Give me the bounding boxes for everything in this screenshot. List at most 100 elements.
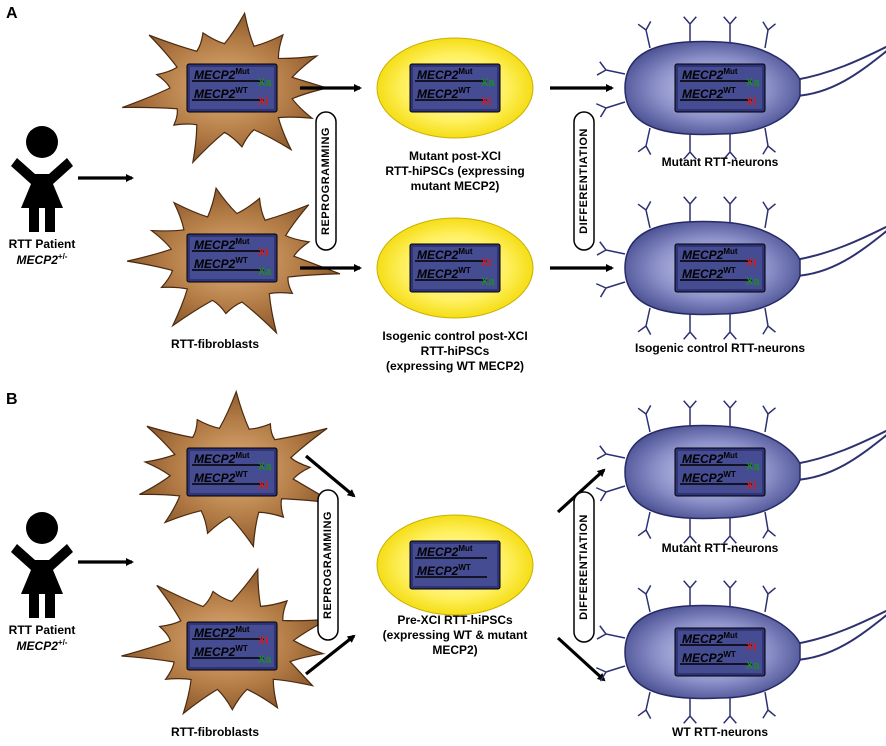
gene-name: MECP2 — [682, 68, 724, 82]
x-state-label: Xi — [258, 96, 268, 108]
x-state-label: Xi — [746, 257, 756, 269]
gene-label: MECP2Mut — [417, 544, 473, 559]
hipsc-caption: MECP2) — [432, 643, 477, 657]
chromosome-box-inner — [190, 237, 274, 279]
axon-edge — [794, 50, 886, 97]
dendrite — [683, 518, 697, 544]
reprogramming-arrow — [304, 454, 356, 498]
dendrite — [723, 196, 737, 222]
x-state-label: Xa — [746, 276, 760, 288]
neuron-caption: Mutant RTT-neurons — [662, 541, 779, 555]
hipsc-caption: (expressing WT MECP2) — [386, 359, 524, 373]
differentiation-arrow — [556, 468, 606, 514]
gene-label: MECP2WT — [194, 470, 248, 485]
gene-label: MECP2WT — [194, 256, 248, 271]
axon-edge — [794, 434, 886, 481]
dendrite — [762, 691, 776, 719]
gene-name: MECP2 — [194, 238, 236, 252]
gene-name: MECP2 — [194, 471, 236, 485]
dendrite — [637, 405, 652, 433]
gene-label: MECP2Mut — [682, 67, 738, 82]
reprogramming-arrow — [305, 634, 356, 676]
reprogramming-label-frame — [317, 489, 339, 641]
differentiation-label: DIFFERENTIATION — [578, 128, 590, 234]
dendrite — [596, 625, 626, 640]
hipsc-caption: RTT-hiPSCs (expressing — [385, 164, 524, 178]
gene-label: MECP2WT — [417, 563, 471, 578]
gene-allele: Mut — [235, 625, 250, 634]
dendrite — [723, 580, 737, 606]
axon — [794, 225, 886, 261]
dendrite — [683, 698, 697, 724]
gene-allele: Mut — [723, 631, 738, 640]
dendrite — [762, 127, 776, 155]
gene-allele: Mut — [235, 451, 250, 460]
dendrite — [683, 134, 697, 160]
differentiation-label-group: DIFFERENTIATION — [573, 491, 595, 643]
gene-label: MECP2WT — [682, 650, 736, 665]
gene-label: MECP2Mut — [417, 247, 473, 262]
dendrite — [762, 585, 776, 613]
hipsc-caption: Isogenic control post-XCI — [382, 329, 527, 343]
x-state-label: Xa — [746, 77, 760, 89]
reprogramming-label-group: REPROGRAMMING — [315, 111, 337, 251]
patient-genotype-sup: +/- — [58, 638, 68, 647]
gene-allele: Mut — [235, 67, 250, 76]
patient-icon — [11, 512, 73, 618]
x-state-label: Xi — [258, 635, 268, 647]
x-state-label: Xa — [481, 276, 495, 288]
gene-label: MECP2Mut — [682, 631, 738, 646]
gene-allele: WT — [723, 470, 736, 479]
gene-allele: WT — [235, 256, 248, 265]
gene-name: MECP2 — [194, 68, 236, 82]
x-state-label: Xa — [258, 461, 272, 473]
dendrite — [723, 698, 737, 724]
x-state-label: Xa — [746, 660, 760, 672]
gene-name: MECP2 — [682, 452, 724, 466]
gene-allele: WT — [458, 563, 471, 572]
dendrite — [637, 127, 652, 155]
patient-genotype: MECP2+/- — [17, 252, 68, 267]
differentiation-label-group: DIFFERENTIATION — [573, 111, 595, 251]
dendrite — [723, 400, 737, 426]
gene-allele: WT — [723, 86, 736, 95]
reprogramming-label: REPROGRAMMING — [322, 511, 334, 619]
x-state-label: Xi — [258, 480, 268, 492]
x-state-label: Xa — [258, 266, 272, 278]
gene-name: MECP2 — [682, 632, 724, 646]
dendrite — [723, 134, 737, 160]
gene-allele: Mut — [723, 67, 738, 76]
gene-name: MECP2 — [194, 645, 236, 659]
dendrite — [683, 400, 697, 426]
dendrite — [637, 585, 652, 613]
gene-label: MECP2Mut — [194, 237, 250, 252]
gene-allele: Mut — [235, 237, 250, 246]
patient-gene: MECP2 — [17, 639, 59, 653]
dendrite — [683, 580, 697, 606]
gene-label: MECP2WT — [682, 470, 736, 485]
gene-name: MECP2 — [417, 545, 459, 559]
gene-label: MECP2Mut — [194, 451, 250, 466]
gene-label: MECP2WT — [417, 86, 471, 101]
dendrite — [596, 61, 626, 76]
chromosome-box-inner — [190, 451, 274, 493]
dendrite — [762, 511, 776, 539]
axon — [794, 45, 886, 81]
dendrite — [723, 314, 737, 340]
chromosome-box-inner — [678, 67, 762, 109]
hipsc-caption: Mutant post-XCI — [409, 149, 501, 163]
gene-allele: Mut — [458, 247, 473, 256]
axon — [794, 429, 886, 465]
chromosome-box-inner — [190, 625, 274, 667]
differentiation-label-frame — [573, 111, 595, 251]
dendrite — [637, 511, 652, 539]
